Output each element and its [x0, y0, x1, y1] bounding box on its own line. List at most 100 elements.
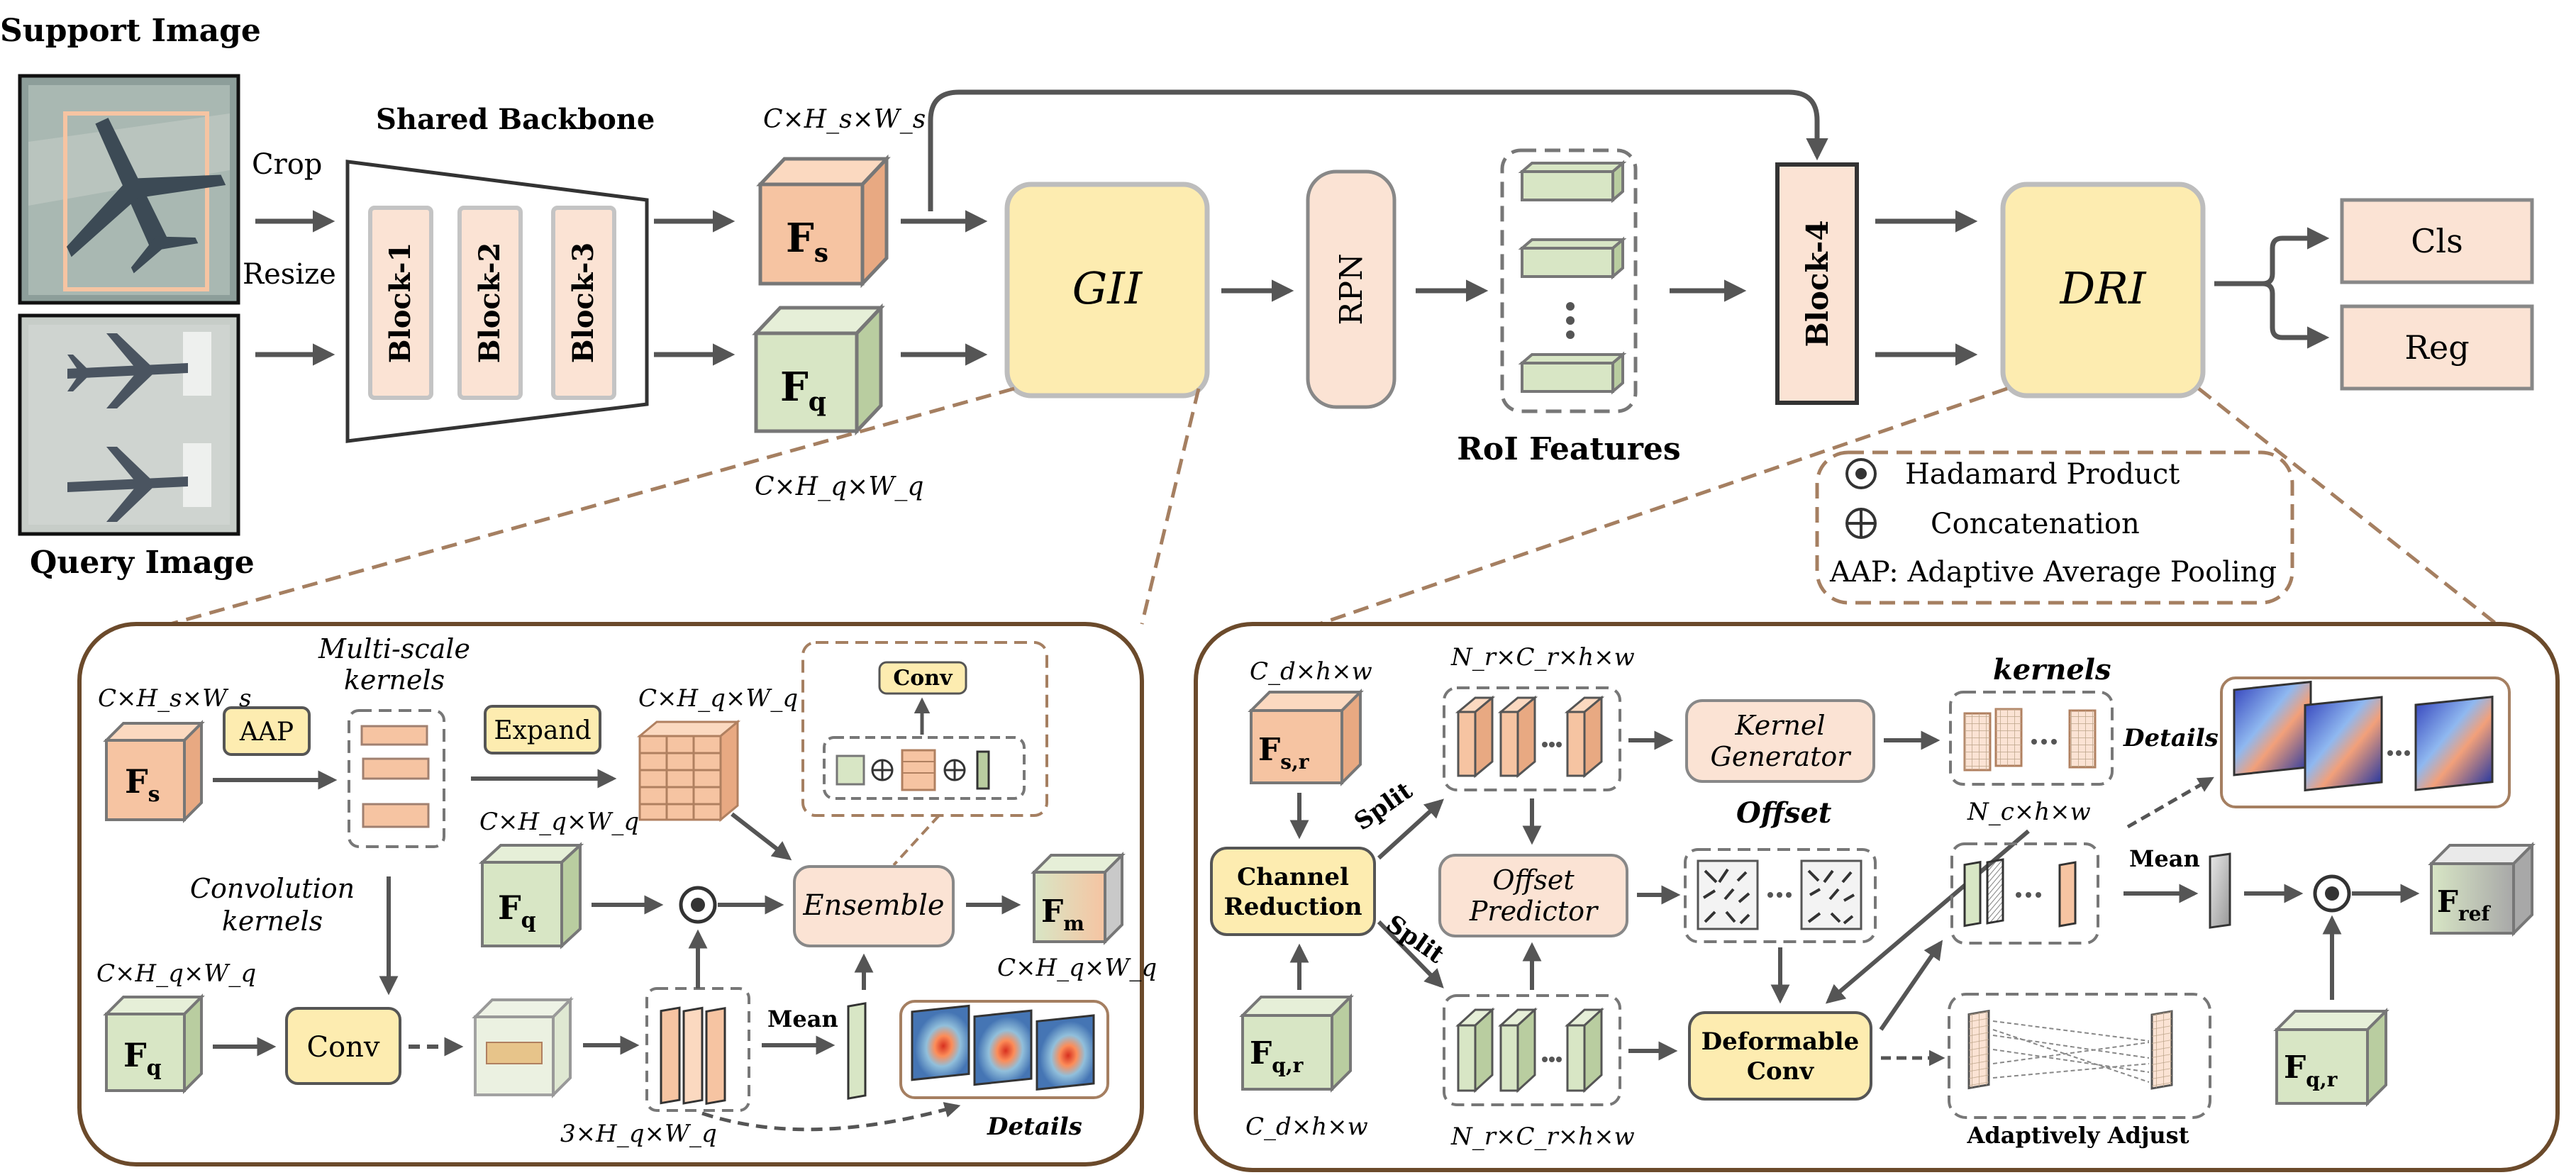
svg-text:Fq: Fq — [780, 364, 826, 417]
svg-text:Fq: Fq — [498, 889, 536, 933]
bottom-split-maps — [1443, 994, 1621, 1106]
bottom-split-dims: N_r×C_r×h×w — [1450, 1123, 1635, 1151]
roi-features-label: RoI Features — [1457, 431, 1680, 467]
multiscale-label-2: kernels — [344, 664, 445, 696]
gii-fq-mid-dims: C×H_q×W_q — [479, 808, 639, 836]
fs-sub: s — [814, 238, 828, 268]
kernel-generator-label-2: Generator — [1711, 741, 1853, 772]
fm-dims: C×H_q×W_q — [997, 954, 1157, 982]
fqr-right-sub: q,r — [2306, 1068, 2338, 1091]
fq-cube: Fq — [752, 303, 885, 436]
gii-fq-bottom-cube: Fq — [103, 993, 205, 1094]
fref-main: F — [2437, 884, 2458, 919]
fsr-main: F — [1258, 732, 1280, 768]
conv-concat-detail: Conv — [801, 641, 1048, 817]
fref-sub: ref — [2458, 902, 2492, 925]
backbone-blocks: Block-1 Block-2 Block-3 — [368, 206, 616, 400]
aap-box — [223, 706, 311, 756]
multiscale-label-1: Multi-scale — [318, 633, 470, 664]
gii-fs-dims: C×H_s×W_s — [98, 684, 251, 713]
rpn-label: RPN — [1333, 253, 1370, 325]
kernel-generator-label-1: Kernel — [1734, 710, 1825, 741]
reg-box — [2340, 304, 2534, 391]
fm-cube: Fm — [1031, 852, 1126, 945]
shared-backbone-label: Shared Backbone — [376, 103, 655, 136]
fm-main: F — [1041, 893, 1063, 930]
kernels-label: kernels — [1993, 653, 2111, 686]
offset-predictor-label-1: Offset — [1492, 864, 1575, 896]
resize-label: Resize — [243, 258, 336, 291]
adaptively-adjust-label: Adaptively Adjust — [1967, 1122, 2189, 1149]
aap-label: AAP — [239, 718, 294, 747]
kernel-generator-box — [1685, 699, 1875, 783]
legend-aap: AAP: Adaptive Average Pooling — [1829, 556, 2277, 589]
rpn-block — [1306, 169, 1397, 409]
dri-details-heatmaps — [2220, 676, 2511, 808]
deformed-maps — [1950, 842, 2099, 945]
kernels-grid — [1949, 691, 2114, 786]
gii-conv-box — [285, 1007, 401, 1085]
ensemble-box — [793, 865, 955, 947]
cls-label: Cls — [2411, 222, 2463, 260]
fqr-cube: Fq,r — [1239, 993, 1354, 1093]
expand-dims: C×H_q×W_q — [638, 684, 798, 713]
adaptive-adjust — [1948, 993, 2211, 1119]
legend-concat: Concatenation — [1931, 508, 2140, 540]
gii-details-label: Details — [987, 1113, 1082, 1141]
dri-label: DRI — [2060, 262, 2147, 314]
top-split-dims: N_r×C_r×h×w — [1450, 643, 1635, 672]
fq-sub: q — [809, 387, 826, 417]
concat-icon — [943, 759, 966, 781]
ensemble-label: Ensemble — [802, 889, 944, 922]
block4-label: Block-4 — [1800, 220, 1835, 347]
fsr-dims: C_d×h×w — [1250, 657, 1372, 686]
gii-fq-mid-cube: Fq — [478, 842, 584, 950]
fm-sub: m — [1063, 912, 1084, 935]
svg-text:Fs,r: Fs,r — [1258, 732, 1310, 774]
block4 — [1775, 162, 1859, 405]
channel-reduction-label-1: Channel — [1237, 863, 1349, 891]
deformable-conv-box — [1688, 1011, 1872, 1101]
legend-hadamard: Hadamard Product — [1905, 458, 2180, 491]
dri-block — [2000, 182, 2206, 399]
block-2-label: Block-2 — [473, 243, 506, 364]
top-split-maps — [1443, 686, 1621, 791]
gii-label: GII — [1072, 262, 1143, 314]
gii-fs-sub: s — [148, 782, 160, 807]
multiscale-kernels — [348, 709, 445, 848]
fqr-main: F — [1250, 1035, 1272, 1071]
fs-dims-label: C×H_s×W_s — [763, 105, 926, 134]
svg-text:Fs: Fs — [786, 215, 828, 268]
fq-main: F — [780, 364, 809, 411]
transparent-cube — [472, 996, 574, 1098]
stack-dims: 3×H_q×W_q — [560, 1120, 717, 1148]
fs-main: F — [786, 215, 814, 262]
svg-text:Fq,r: Fq,r — [2284, 1049, 2338, 1091]
conv-small-label: Conv — [893, 666, 953, 691]
legend: Hadamard Product Concatenation AAP: Adap… — [1815, 450, 2294, 605]
gii-fs-cube: Fs — [103, 720, 205, 823]
svg-text:Fq,r: Fq,r — [1250, 1035, 1304, 1077]
jet-icon — [67, 333, 188, 522]
gii-details-heatmaps — [899, 1000, 1109, 1099]
concat-icon — [871, 759, 894, 781]
block-3-label: Block-3 — [567, 243, 600, 364]
gii-hadamard-icon — [679, 886, 717, 924]
gii-fq-mid-main: F — [498, 889, 521, 927]
dri-details-label: Details — [2123, 724, 2219, 752]
conv-kernels-label-1: Convolution — [190, 873, 355, 904]
expand-label: Expand — [494, 716, 591, 745]
gii-fq-bottom-main: F — [123, 1036, 147, 1074]
airplane-icon — [66, 118, 226, 274]
offset-predictor-box — [1438, 854, 1628, 937]
fqr-sub: q,r — [1272, 1054, 1304, 1077]
three-scale-maps — [645, 987, 750, 1112]
gii-conv-label: Conv — [306, 1031, 379, 1064]
conv-kernels-label-2: kernels — [222, 906, 323, 937]
gii-fq-mid-sub: q — [521, 908, 536, 933]
cls-box — [2340, 198, 2534, 284]
support-image — [18, 74, 240, 305]
fqr-right-main: F — [2284, 1049, 2306, 1086]
dri-mean-label: Mean — [2129, 845, 2200, 872]
